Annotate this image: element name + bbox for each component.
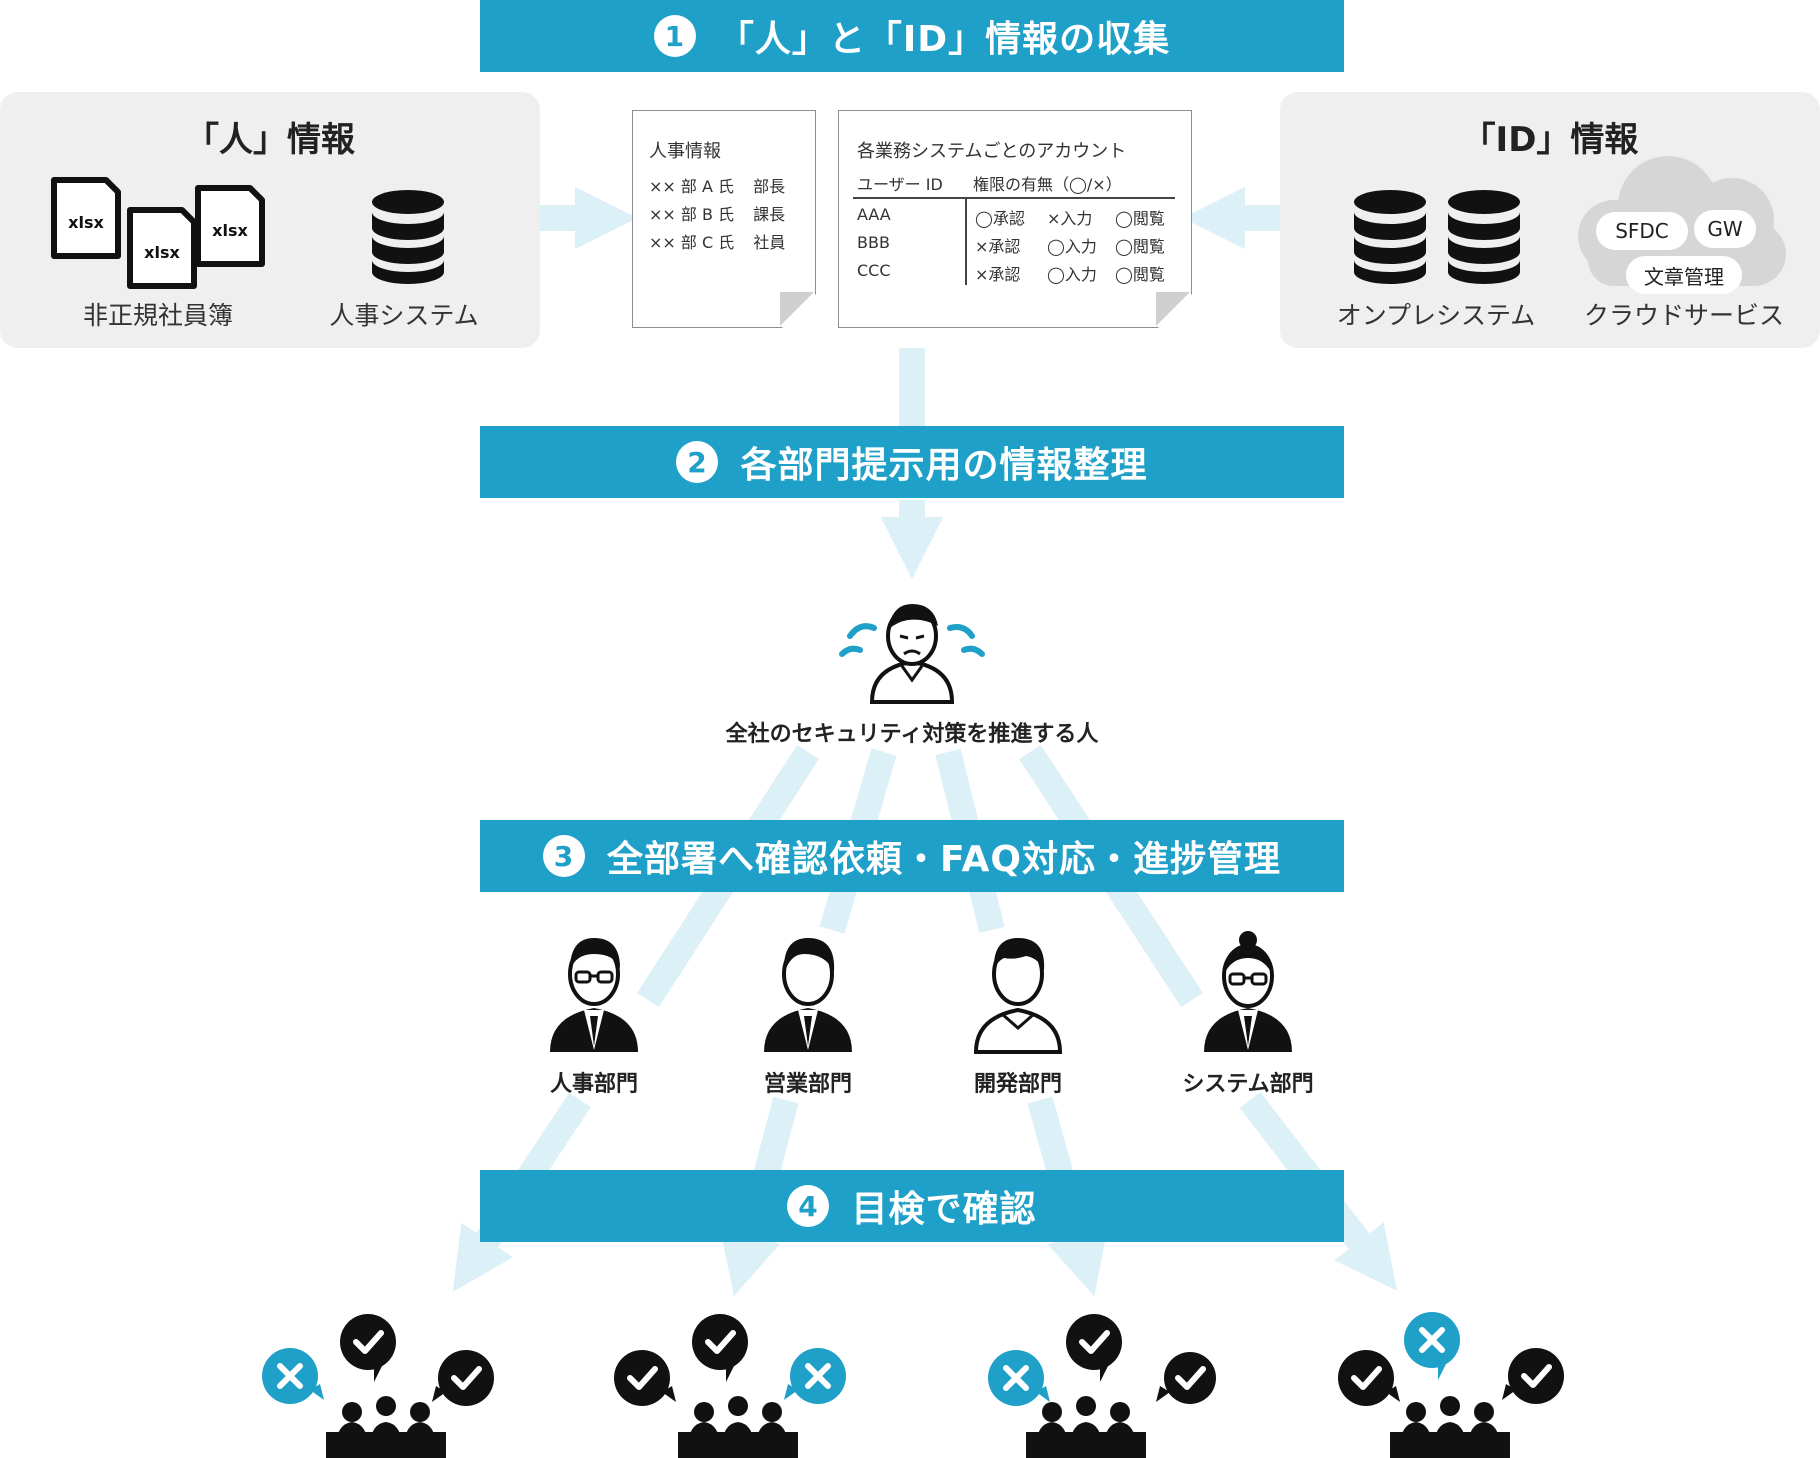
team-0-group [262, 1314, 494, 1458]
step-label: 「人」と「ID」情報の収集 [717, 19, 1171, 60]
hr-dept: ×× 部 B 氏 [649, 205, 735, 224]
check-bubble [1338, 1350, 1400, 1406]
cross-bubble [1404, 1312, 1460, 1380]
table-header-id: ユーザー ID [857, 175, 943, 194]
perm: ◯入力 [1047, 237, 1097, 256]
cloud-item-document: 文章管理 [1626, 256, 1742, 294]
department-label: 営業部門 [763, 1072, 852, 1097]
source-label: 非正規社員簿 [82, 301, 233, 330]
step-number-badge: 3 [543, 835, 586, 877]
hr-role: 課長 [753, 205, 786, 224]
step-1-banner: 1 「人」と「ID」情報の収集 [480, 0, 1344, 72]
account-document: 各業務システムごとのアカウント ユーザー ID 権限の有無（◯/×） AAA ◯… [838, 110, 1192, 328]
step-label: 各部門提示用の情報整理 [740, 445, 1148, 486]
database-icon [1448, 190, 1520, 284]
team-people-icon [326, 1396, 446, 1458]
perm: ◯閲覧 [1115, 265, 1165, 284]
check-bubble [1502, 1348, 1564, 1404]
database-icon [1354, 190, 1426, 284]
table-divider [853, 197, 1175, 199]
hr-info-document: 人事情報 ×× 部 A 氏 部長 ×× 部 B 氏 課長 ×× 部 C 氏 社員 [632, 110, 816, 328]
team-1-group [614, 1314, 846, 1458]
panel-title: 「人」情報 [185, 120, 355, 160]
table-divider [965, 197, 967, 285]
cross-bubble [988, 1350, 1050, 1406]
hr-role: 社員 [753, 233, 786, 252]
perm: ◯入力 [1047, 265, 1097, 284]
source-label: オンプレシステム [1336, 301, 1536, 330]
department-label: 開発部門 [973, 1072, 1062, 1097]
person-woman-glasses-icon [1204, 931, 1292, 1052]
xlsx-label: xlsx [212, 221, 248, 240]
hr-dept: ×× 部 A 氏 [649, 177, 735, 196]
team-3-group [1338, 1312, 1564, 1458]
check-bubble [614, 1350, 676, 1406]
perm: ◯閲覧 [1115, 209, 1165, 228]
panel-title: 「ID」情報 [1461, 120, 1639, 160]
step-label: 全部署へ確認依頼・FAQ対応・進捗管理 [607, 839, 1281, 880]
check-bubble [432, 1350, 494, 1406]
team-people-icon [1390, 1396, 1510, 1458]
department-label: 人事部門 [549, 1072, 638, 1097]
hr-dept: ×× 部 C 氏 [649, 233, 735, 252]
step-2-banner: 2 各部門提示用の情報整理 [480, 426, 1344, 498]
person-casual-icon [973, 938, 1063, 1054]
xlsx-label: xlsx [68, 213, 104, 232]
step-number-badge: 1 [653, 15, 696, 57]
table-header-perms: 権限の有無（◯/×） [973, 175, 1122, 194]
step-4-banner: 4 目検で確認 [480, 1170, 1344, 1242]
xlsx-label: xlsx [144, 243, 180, 262]
database-icon [372, 190, 444, 284]
cloud-item-gw: GW [1694, 210, 1756, 248]
person-suit-icon [764, 938, 852, 1052]
account-id: BBB [857, 233, 890, 252]
hr-row: ×× 部 C 氏 社員 [649, 229, 785, 253]
hr-row: ×× 部 A 氏 部長 [649, 173, 785, 197]
check-bubble [692, 1314, 748, 1382]
check-bubble [1156, 1352, 1216, 1404]
account-id: CCC [857, 261, 891, 280]
hr-role: 部長 [753, 177, 786, 196]
id-info-panel: 「ID」情報 オンプレシステム SFDC GW 文章管理 クラウドサービス [1280, 92, 1820, 348]
perm: ×入力 [1047, 209, 1093, 228]
cross-bubble [262, 1348, 324, 1404]
doc-title: 人事情報 [649, 141, 721, 162]
hr-row: ×× 部 B 氏 課長 [649, 201, 785, 225]
step-3-banner: 3 全部署へ確認依頼・FAQ対応・進捗管理 [480, 820, 1344, 892]
account-id: AAA [857, 205, 891, 224]
perm: ◯閲覧 [1115, 237, 1165, 256]
doc-title: 各業務システムごとのアカウント [857, 141, 1127, 162]
perm: ◯承認 [975, 209, 1025, 228]
cross-bubble [784, 1348, 846, 1404]
team-people-icon [1026, 1396, 1146, 1458]
person-glasses-icon [550, 938, 638, 1052]
check-bubble [340, 1314, 396, 1382]
cloud-item-sfdc: SFDC [1596, 212, 1688, 250]
source-label: クラウドサービス [1583, 301, 1784, 330]
check-bubble [1066, 1314, 1122, 1382]
perm: ×承認 [975, 265, 1021, 284]
step-number-badge: 2 [676, 441, 719, 483]
worried-person-icon [839, 604, 985, 704]
department-label: システム部門 [1182, 1072, 1314, 1097]
central-person-label: 全社のセキュリティ対策を推進する人 [725, 722, 1099, 747]
source-label: 人事システム [329, 301, 479, 330]
team-people-icon [678, 1396, 798, 1458]
xlsx-file-icons: xlsx xlsx xlsx [51, 177, 265, 289]
step-number-badge: 4 [787, 1185, 830, 1227]
team-2-group [988, 1314, 1216, 1458]
perm: ×承認 [975, 237, 1021, 256]
people-info-panel: 「人」情報 xlsx xlsx xlsx 非正規社員簿 人事システム [0, 92, 540, 348]
step-label: 目検で確認 [851, 1189, 1037, 1230]
